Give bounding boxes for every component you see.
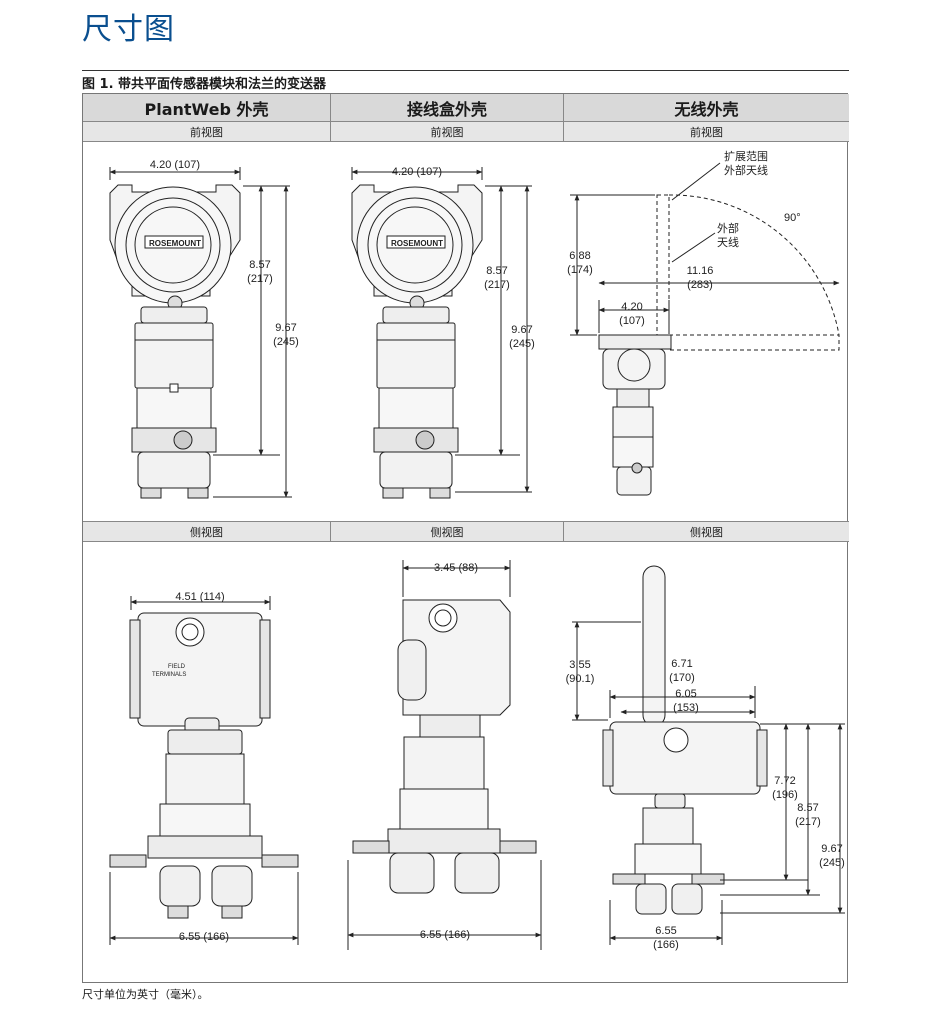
dim-side-wireless-h2a: 8.57: [797, 802, 818, 814]
side-plantweb-drawing: [109, 596, 299, 945]
dim-side-junction-flange: 6.55 (166): [420, 929, 470, 941]
front-view-label-3: 前视图: [564, 122, 849, 142]
dim-front-junction-width: 4.20 (107): [392, 166, 442, 178]
brand-text-1: ROSEMOUNT: [149, 239, 201, 248]
dim-front-junction-h2a: 9.67: [511, 324, 532, 336]
front-plantweb-drawing: [109, 167, 292, 499]
dim-side-wireless-flange-a: 6.55: [655, 925, 676, 937]
row-divider: [83, 521, 849, 522]
label-90deg: 90°: [784, 212, 801, 224]
dim-wireless-width-b: (107): [619, 315, 645, 327]
front-view-label-2: 前视图: [331, 122, 564, 142]
figure-caption: 图 1. 带共平面传感器模块和法兰的变送器: [82, 77, 327, 92]
dim-front-junction-h2b: (245): [509, 338, 535, 350]
dim-front-plantweb-h1a: 8.57: [249, 259, 270, 271]
col-header-wireless: 无线外壳: [564, 94, 849, 122]
dim-side-plantweb-flange: 6.55 (166): [179, 931, 229, 943]
dim-side-wireless-w2b: (153): [673, 702, 699, 714]
brand-text-2: ROSEMOUNT: [391, 239, 443, 248]
dim-side-wireless-h3b: (245): [819, 857, 845, 869]
side-view-label-2: 侧视图: [331, 522, 564, 542]
dim-front-junction-h1a: 8.57: [486, 265, 507, 277]
label-ext-range-2: 外部天线: [724, 163, 768, 177]
page-title: 尺寸图: [82, 12, 175, 47]
dim-side-wireless-h3a: 9.67: [821, 843, 842, 855]
dim-side-wireless-ant-a: 3.55: [569, 659, 590, 671]
dim-side-wireless-flange-b: (166): [653, 939, 679, 951]
label-field-terminals-2: TERMINALS: [152, 672, 186, 678]
units-footnote: 尺寸单位为英寸（毫米）。: [82, 988, 209, 1001]
dim-wireless-width-a: 4.20: [621, 301, 642, 313]
dim-front-plantweb-h2a: 9.67: [275, 322, 296, 334]
front-view-label-1: 前视图: [83, 122, 331, 142]
dim-side-wireless-ant-b: (90.1): [566, 673, 595, 685]
front-junction-drawing: [351, 167, 532, 499]
col-header-junction: 接线盒外壳: [331, 94, 564, 122]
dim-side-wireless-w2a: 6.05: [675, 688, 696, 700]
figure-rule: [82, 70, 849, 71]
col-header-plantweb: PlantWeb 外壳: [83, 94, 331, 122]
side-junction-drawing: [347, 560, 542, 950]
dim-wireless-h1b: (174): [567, 264, 593, 276]
dim-front-plantweb-h2b: (245): [273, 336, 299, 348]
dim-side-wireless-h1a: 7.72: [774, 775, 795, 787]
dim-front-junction-h1b: (217): [484, 279, 510, 291]
dim-side-plantweb-width: 4.51 (114): [175, 591, 224, 603]
dim-side-wireless-w1a: 6.71: [671, 658, 692, 670]
side-view-label-1: 侧视图: [83, 522, 331, 542]
dim-front-plantweb-width: 4.20 (107): [150, 159, 200, 171]
label-field-terminals-1: FIELD: [168, 664, 186, 670]
label-ext-ant-2: 天线: [717, 235, 739, 249]
dim-side-junction-width: 3.45 (88): [434, 562, 478, 574]
dim-front-plantweb-h1b: (217): [247, 273, 273, 285]
label-ext-ant-1: 外部: [717, 221, 739, 235]
dim-wireless-h1a: 6.88: [569, 250, 590, 262]
dim-side-wireless-w1b: (170): [669, 672, 695, 684]
dim-side-wireless-h2b: (217): [795, 816, 821, 828]
side-view-label-3: 侧视图: [564, 522, 849, 542]
dim-wireless-reach-a: 11.16: [687, 265, 714, 277]
dim-wireless-reach-b: (283): [687, 279, 713, 291]
label-ext-range-1: 扩展范围: [724, 149, 768, 163]
dim-side-wireless-h1b: (196): [772, 789, 798, 801]
figure-frame: PlantWeb 外壳 接线盒外壳 无线外壳 前视图 前视图 前视图 侧视图 侧…: [82, 93, 849, 983]
side-wireless-drawing: [572, 565, 845, 945]
front-wireless-drawing: [570, 162, 840, 496]
